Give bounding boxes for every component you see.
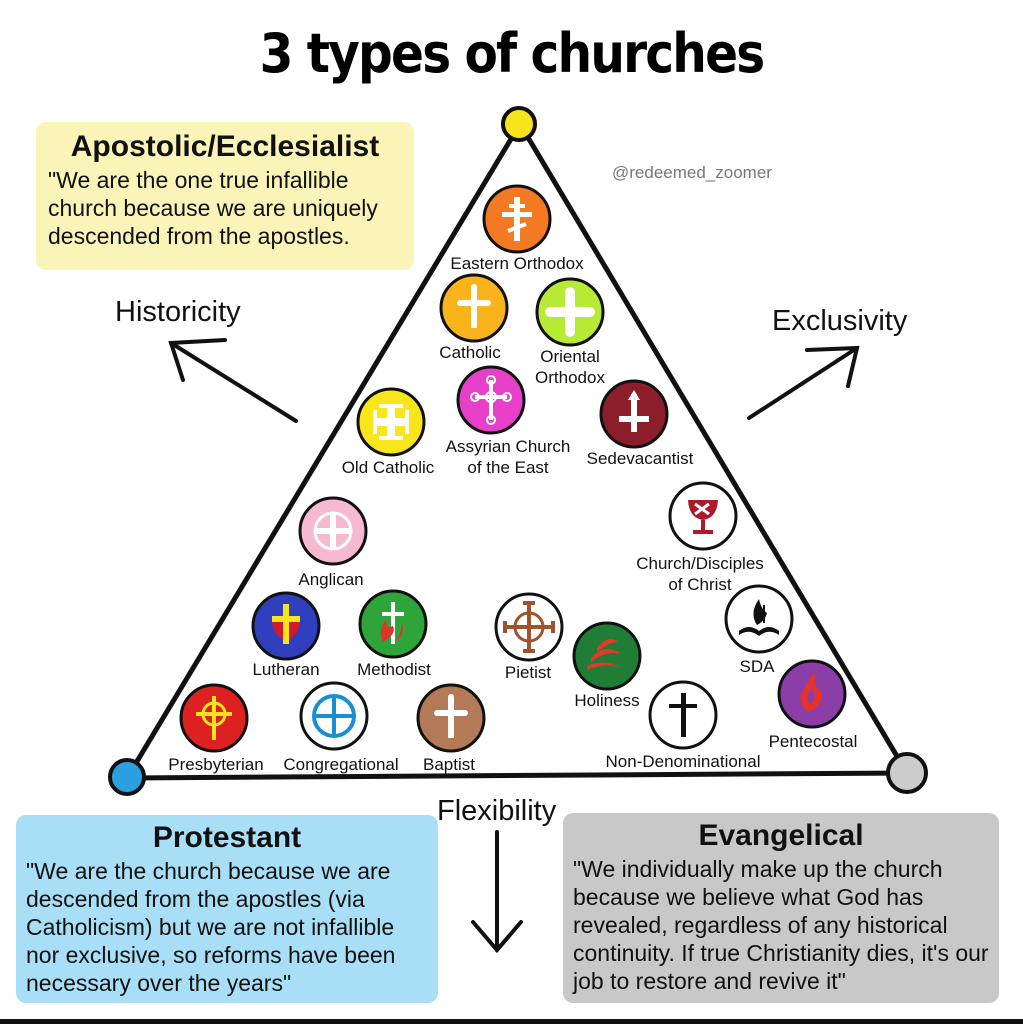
exclusivity-arrow: [747, 345, 860, 420]
lutheran-node: [251, 591, 321, 661]
circled-cross-icon: [312, 694, 356, 738]
celtic-cross-icon: [196, 696, 232, 740]
pentecostal-label: Pentecostal: [768, 732, 858, 751]
evangelical-quote: "We individually make up the church beca…: [573, 856, 989, 994]
sedevacantist-node: [599, 379, 669, 449]
plain-cross-icon: [669, 693, 697, 737]
eastern-orthodox-node: [482, 184, 552, 254]
baptist-label: Baptist: [423, 755, 475, 774]
exclusivity-label: Exclusivity: [772, 305, 908, 337]
anglican-node: [298, 496, 368, 566]
holiness-badge: [572, 621, 642, 691]
presbyterian-label: Presbyterian: [168, 755, 264, 774]
apostolic-quote: "We are the one true infallible church b…: [48, 167, 378, 249]
lutheran-label: Lutheran: [252, 660, 320, 679]
chalice-icon: [688, 500, 718, 534]
cross-flame-icon: [380, 602, 404, 644]
non-denominational-node: [648, 680, 718, 750]
apostolic-heading: Apostolic/Ecclesialist: [70, 130, 380, 163]
evangelical-heading: Evangelical: [698, 819, 864, 852]
flexibility-arrow: [471, 830, 523, 954]
historicity-arrow: [168, 338, 298, 423]
inverted-cross-icon: [619, 390, 649, 432]
holiness-label: Holiness: [574, 691, 640, 710]
anglican-label: Anglican: [298, 570, 364, 589]
presbyterian-node: [179, 683, 249, 753]
protestant-quote: "We are the church because we are descen…: [26, 858, 396, 996]
old-catholic-node: [356, 387, 426, 457]
catholic-label: Catholic: [439, 343, 501, 362]
compass-rose-cross-icon: [313, 511, 353, 551]
methodist-label: Methodist: [357, 660, 431, 679]
congregational-node: [299, 681, 369, 751]
methodist-node: [358, 589, 428, 659]
church-disciples-node: [668, 481, 738, 551]
open-book-flame-icon: [739, 599, 779, 636]
pentecostal-node: [777, 659, 847, 729]
pietist-node: [494, 592, 564, 662]
catholic-node: [439, 273, 509, 343]
ornate-cross-icon: [470, 375, 512, 425]
triangle-outline: [124, 121, 910, 781]
sedevacantist-label: Sedevacantist: [586, 449, 694, 468]
oriental-orthodox-node: [535, 277, 605, 347]
ringed-cross-icon: [503, 601, 555, 653]
old-catholic-label: Old Catholic: [341, 458, 435, 477]
vertex-left: [108, 758, 146, 796]
jerusalem-cross-icon: [373, 404, 409, 440]
flexibility-label: Flexibility: [437, 795, 557, 827]
coptic-cross-icon: [545, 287, 595, 337]
page-title: 3 types of churches: [259, 22, 766, 85]
baptist-node: [416, 683, 486, 753]
evangelical-box: Evangelical "We individually make up the…: [563, 813, 999, 1003]
holiness-node: [572, 621, 642, 691]
apostolic-box: Apostolic/Ecclesialist "We are the one t…: [36, 122, 414, 270]
pietist-label: Pietist: [504, 663, 552, 682]
eastern-orthodox-label: Eastern Orthodox: [450, 254, 584, 273]
historicity-label: Historicity: [115, 296, 241, 328]
watermark: @redeemed_zoomer: [612, 163, 772, 182]
vertex-right: [886, 752, 928, 794]
latin-cross-icon: [457, 284, 491, 328]
non-denominational-label: Non-Denominational: [605, 752, 761, 771]
luther-rose-cross-icon: [272, 604, 300, 644]
dove-flame-icon: [800, 672, 822, 712]
fire-icon: [587, 639, 623, 670]
congregational-label: Congregational: [283, 755, 399, 774]
sda-label: SDA: [739, 657, 775, 676]
assyrian-node: [456, 365, 526, 435]
protestant-box: Protestant "We are the church because we…: [16, 815, 438, 1003]
latin-cross-icon: [434, 694, 468, 738]
bottom-divider: [0, 1019, 1023, 1024]
protestant-heading: Protestant: [152, 821, 302, 854]
sda-node: [724, 584, 794, 654]
vertex-top: [501, 106, 537, 142]
orthodox-cross-icon: [502, 197, 532, 241]
